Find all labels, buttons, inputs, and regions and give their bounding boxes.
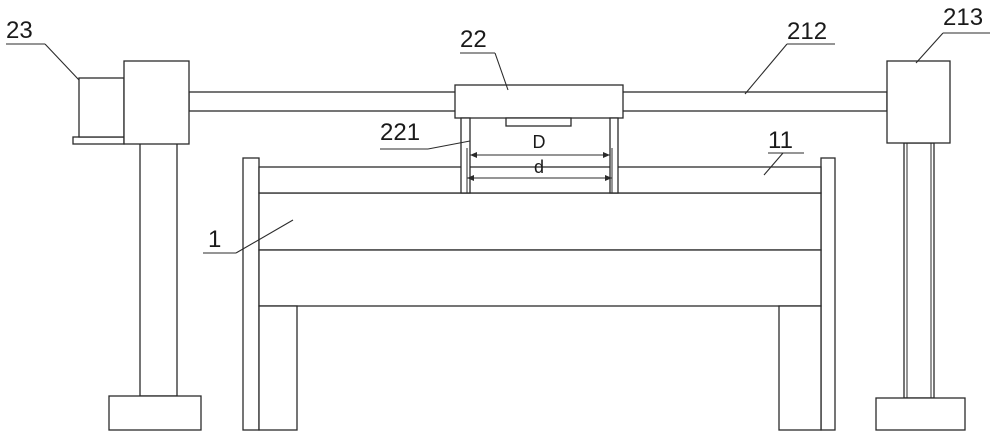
label-11: 11 — [768, 127, 793, 154]
base-frame — [242, 157, 836, 431]
callout-221: 221 — [380, 119, 471, 150]
dimension-d-outer: D — [470, 132, 610, 158]
dimension-d-inner-label: d — [534, 157, 544, 177]
label-1: 1 — [208, 226, 221, 253]
callout-23: 23 — [6, 17, 80, 81]
callout-11: 11 — [763, 127, 804, 176]
motor-assembly — [72, 60, 190, 145]
label-22: 22 — [460, 26, 487, 53]
dimension-d-inner: d — [467, 157, 612, 181]
label-221: 221 — [380, 119, 420, 146]
slider-assembly — [454, 84, 624, 194]
callout-213: 213 — [915, 4, 990, 64]
left-support — [108, 142, 202, 431]
callout-212: 212 — [744, 18, 835, 95]
right-support — [875, 142, 966, 431]
label-23: 23 — [6, 17, 33, 44]
callout-22: 22 — [460, 26, 509, 91]
label-212: 212 — [787, 18, 827, 45]
right-end-block — [886, 60, 951, 144]
dimension-d-outer-label: D — [533, 132, 546, 152]
callout-1: 1 — [203, 219, 294, 254]
label-213: 213 — [943, 4, 983, 31]
